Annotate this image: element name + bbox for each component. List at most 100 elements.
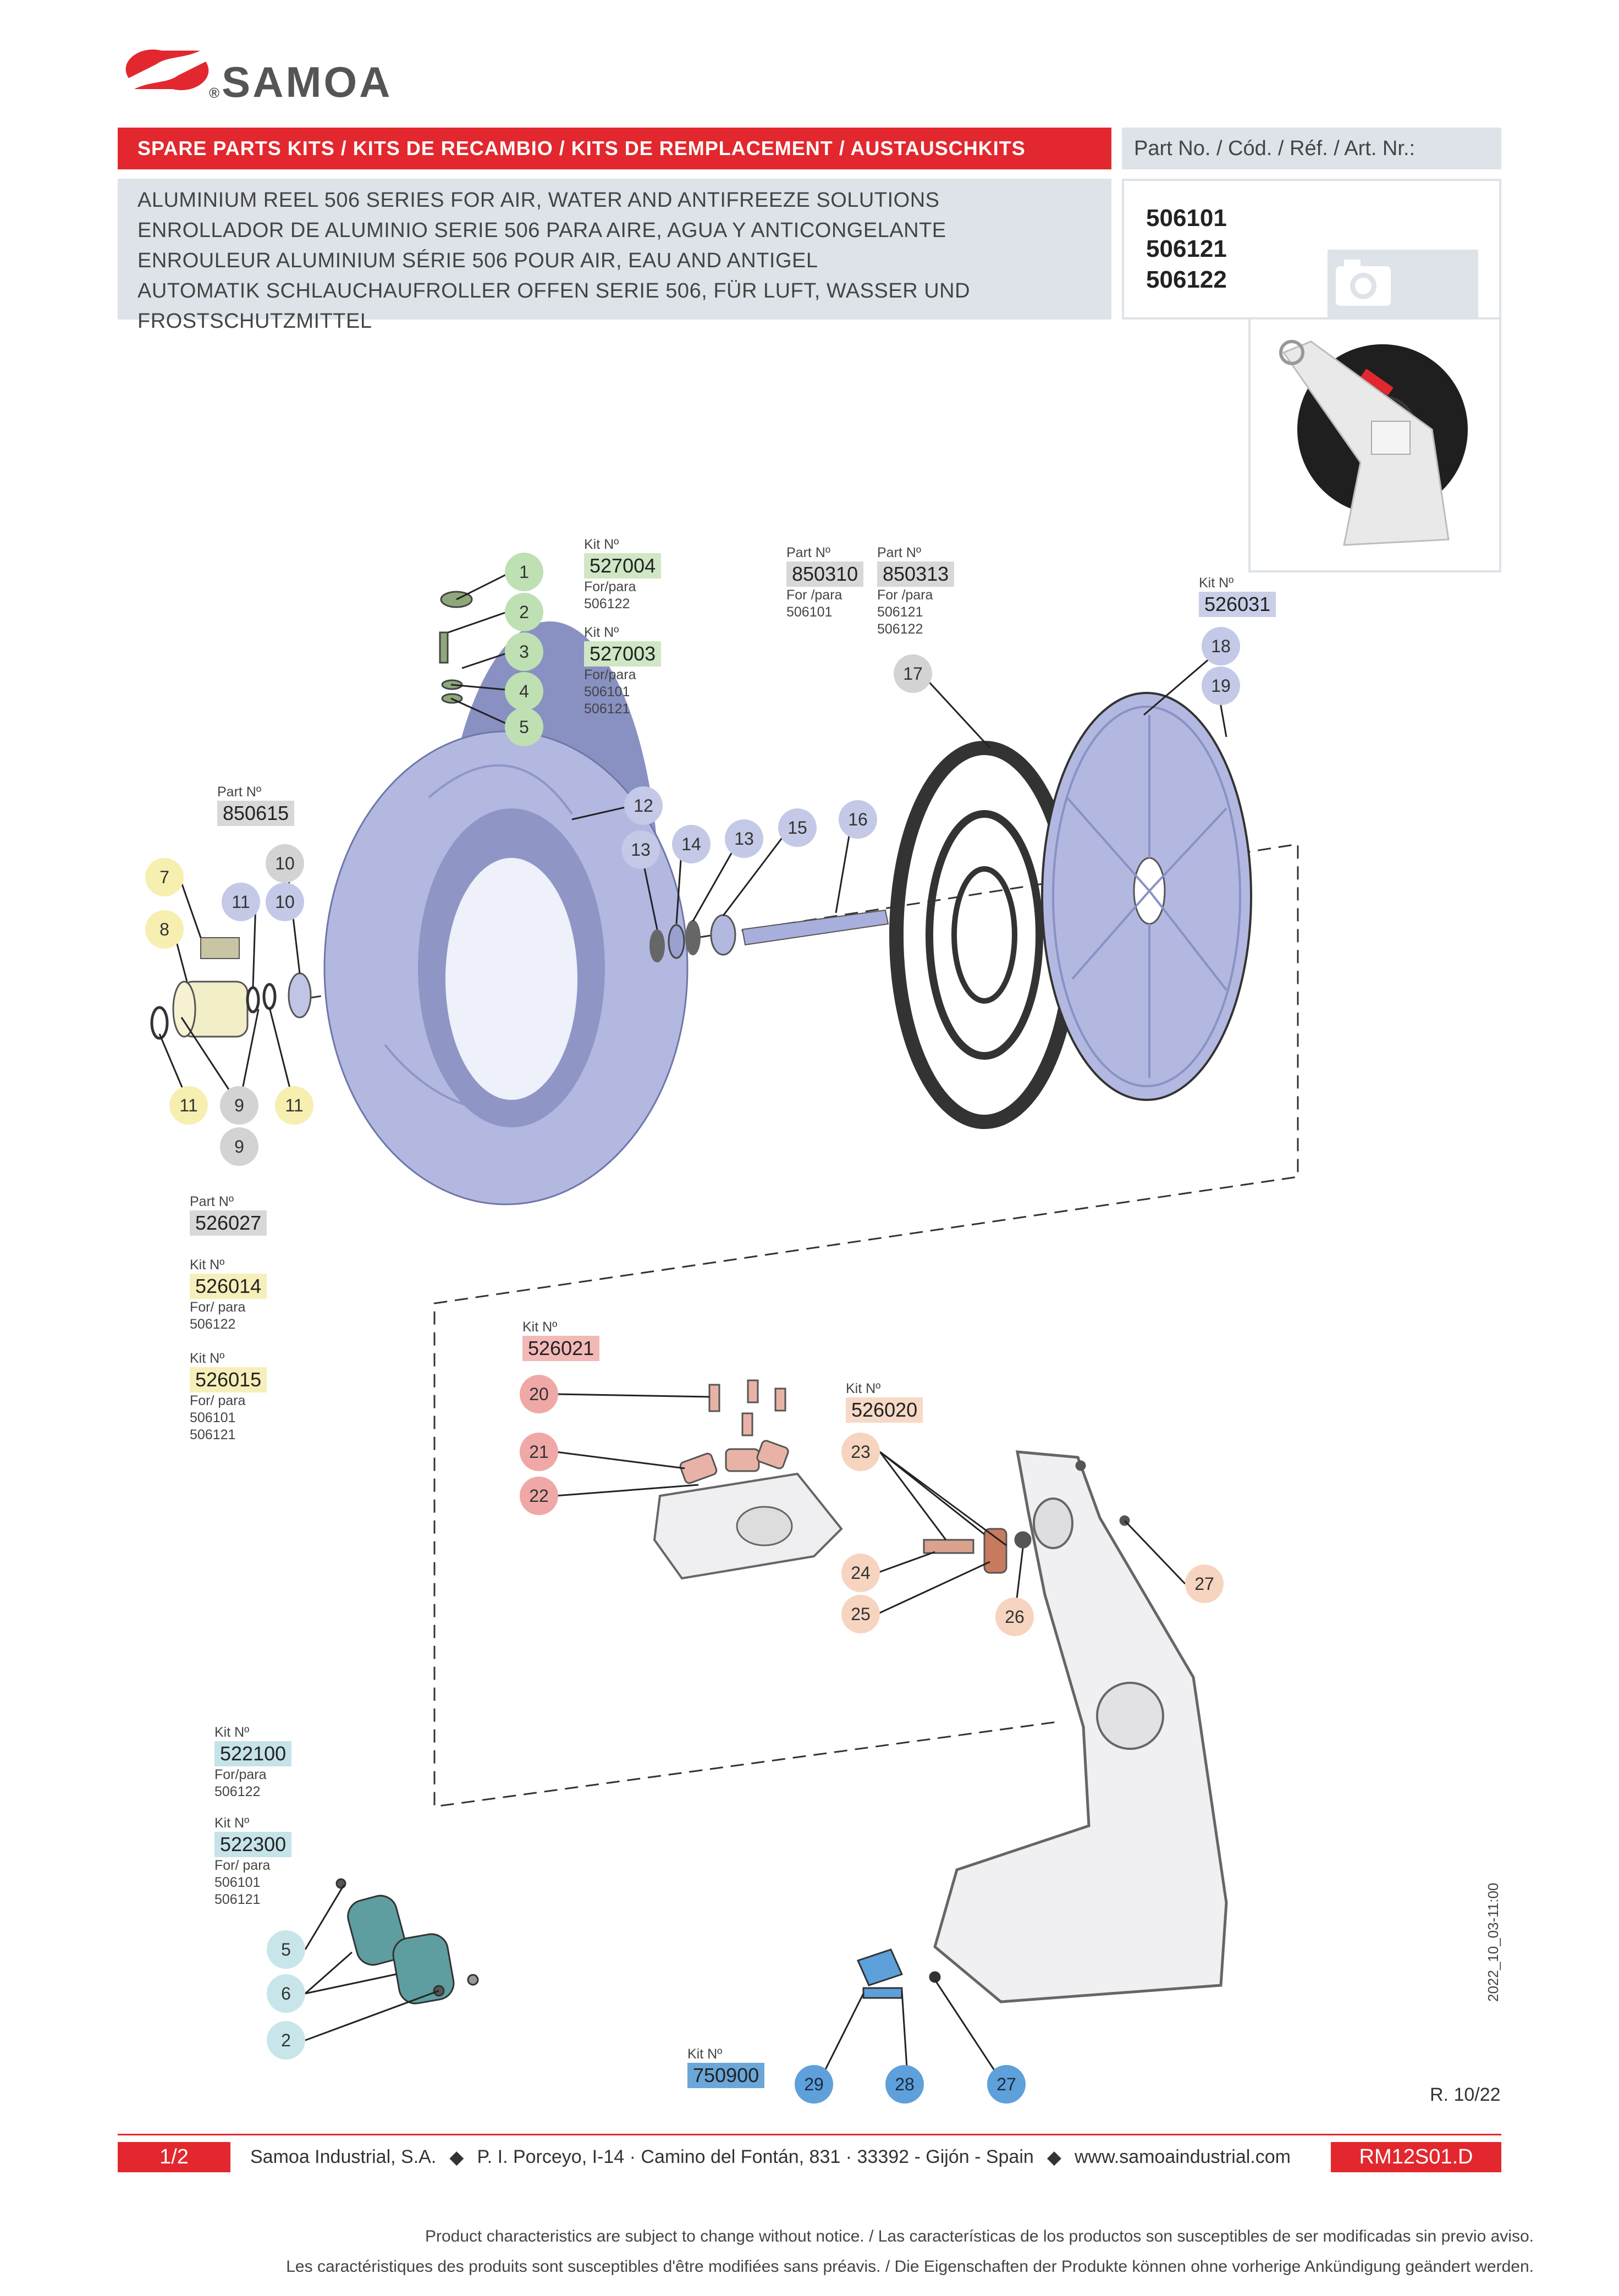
kit-code-522100: 522100 [214, 1741, 292, 1766]
callout-21: 21 [520, 1433, 558, 1471]
kit-model: 506121 [584, 701, 630, 717]
callout-10b: 10 [266, 883, 304, 921]
callout-11c: 11 [275, 1086, 313, 1125]
kit-code-526015: 526015 [190, 1367, 267, 1392]
callout-27: 27 [1185, 1565, 1224, 1603]
kit-model: 506101 [214, 1875, 261, 1890]
callout-27b: 27 [987, 2065, 1026, 2104]
part-model: 506101 [786, 604, 833, 620]
callout-19: 19 [1202, 667, 1240, 705]
part-number-panel: 506101 506121 506122 [1122, 179, 1501, 320]
kit-head: Kit Nº [190, 1351, 225, 1366]
kit-code-522300: 522300 [214, 1832, 292, 1857]
callout-17: 17 [894, 654, 932, 693]
callout-13b: 13 [725, 819, 763, 858]
description-es: ENROLLADOR DE ALUMINIO SERIE 506 PARA AI… [137, 219, 946, 242]
callout-14: 14 [672, 825, 711, 863]
brush-parts [679, 1379, 789, 1484]
part-code-526027: 526027 [190, 1210, 267, 1236]
page-number: 1/2 [118, 2142, 230, 2172]
callout-12: 12 [624, 786, 663, 825]
disclaimer-line-2: Les caractéristiques des produits sont s… [286, 2258, 1534, 2276]
callout-29: 29 [795, 2065, 833, 2104]
diamond-icon: ◆ [1047, 2146, 1061, 2168]
kit-head: Kit Nº [687, 2046, 723, 2062]
disclaimer-line-1: Product characteristics are subject to c… [425, 2227, 1534, 2245]
part-model: 506121 [877, 604, 923, 620]
brand: ® SAMOA [209, 57, 393, 107]
document-code: RM12S01.D [1331, 2142, 1501, 2172]
callout-16: 16 [839, 800, 877, 839]
part-number-header: Part No. / Cód. / Réf. / Art. Nr.: [1122, 128, 1501, 169]
kit-526014-label: Kit Nº 526014 For/ para 506122 [190, 1257, 267, 1333]
callout-2b: 2 [267, 2021, 305, 2060]
description-fr: ENROULEUR ALUMINIUM SÉRIE 506 POUR AIR, … [137, 249, 818, 272]
callout-9: 9 [220, 1086, 258, 1125]
kit-750900-label: Kit Nº 750900 [687, 2046, 765, 2088]
kit-for: For/ para [190, 1300, 246, 1315]
callout-2: 2 [505, 593, 543, 631]
callout-24: 24 [841, 1554, 880, 1592]
callout-1: 1 [505, 553, 543, 591]
callout-18: 18 [1202, 627, 1240, 665]
description-de: AUTOMATIK SCHLAUCHAUFROLLER OFFEN SERIE … [137, 279, 971, 333]
diamond-icon: ◆ [449, 2146, 464, 2168]
kit-526020-label: Kit Nº 526020 [846, 1380, 923, 1423]
part-code-850615: 850615 [217, 801, 295, 826]
kit-head: Kit Nº [584, 537, 619, 552]
callout-22: 22 [520, 1477, 558, 1515]
kit-for: For/para [584, 579, 636, 594]
revision: R. 10/22 [1430, 2084, 1501, 2105]
part-number-506122: 506122 [1146, 266, 1227, 293]
footer-contact: Samoa Industrial, S.A. ◆ P. I. Porceyo, … [250, 2142, 1291, 2172]
kit-code-527004: 527004 [584, 553, 662, 579]
callout-7: 7 [145, 858, 184, 896]
kit-522100-label: Kit Nº 522100 For/para 506122 [214, 1724, 292, 1801]
kit-for: For/ para [214, 1858, 271, 1873]
part-head: Part Nº [786, 545, 830, 560]
timestamp: 2022_10_03-11:00 [1485, 1882, 1501, 2002]
footer-website[interactable]: www.samoaindustrial.com [1074, 2146, 1291, 2167]
callout-15: 15 [778, 808, 817, 847]
kit-model: 506101 [190, 1410, 236, 1425]
kit-522300-label: Kit Nº 522300 For/ para 506101 506121 [214, 1815, 292, 1908]
part-head: Part Nº [217, 784, 261, 800]
part-head: Part Nº [190, 1194, 234, 1209]
callout-8: 8 [145, 910, 184, 949]
kit-526021-label: Kit Nº 526021 [522, 1319, 600, 1361]
kit-code-527003: 527003 [584, 641, 662, 667]
footer-company: Samoa Industrial, S.A. [250, 2146, 437, 2167]
callout-28: 28 [885, 2065, 924, 2104]
samoa-logo-icon [125, 49, 209, 90]
kit-head: Kit Nº [214, 1815, 250, 1831]
kit-for: For/para [214, 1767, 267, 1782]
callout-13: 13 [621, 830, 660, 869]
part-850615-label: Part Nº 850615 [217, 784, 295, 826]
kit-code-526014: 526014 [190, 1274, 267, 1299]
spare-parts-banner: SPARE PARTS KITS / KITS DE RECAMBIO / KI… [118, 128, 1111, 169]
kit-head: Kit Nº [846, 1381, 881, 1396]
kit-for: For/para [584, 667, 636, 682]
frame-bracket-part [653, 1450, 1228, 2003]
kit-model: 506121 [214, 1892, 261, 1907]
callout-10: 10 [266, 844, 304, 883]
kit-model: 506122 [214, 1784, 261, 1799]
callout-9b: 9 [220, 1127, 258, 1166]
part-850313-label: Part Nº 850313 For /para 506121 506122 [877, 544, 955, 638]
kit-head: Kit Nº [190, 1257, 225, 1273]
part-number-label: Part No. / Cód. / Réf. / Art. Nr.: [1134, 136, 1416, 160]
kit-head: Kit Nº [214, 1725, 250, 1740]
callout-6: 6 [267, 1974, 305, 2013]
kit-head: Kit Nº [584, 625, 619, 640]
kit-head: Kit Nº [522, 1319, 558, 1335]
callout-5: 5 [505, 708, 543, 746]
kit-head: Kit Nº [1199, 575, 1234, 591]
swivel-hub-part [150, 937, 312, 1040]
kit-526031-label: Kit Nº 526031 [1199, 575, 1276, 617]
camera-icon [1336, 260, 1391, 306]
callout-11b: 11 [169, 1086, 208, 1125]
kit-code-750900: 750900 [687, 2063, 765, 2088]
kit-model: 506122 [584, 596, 630, 612]
kit-model: 506121 [190, 1427, 236, 1442]
latch-parts [856, 1948, 941, 1999]
